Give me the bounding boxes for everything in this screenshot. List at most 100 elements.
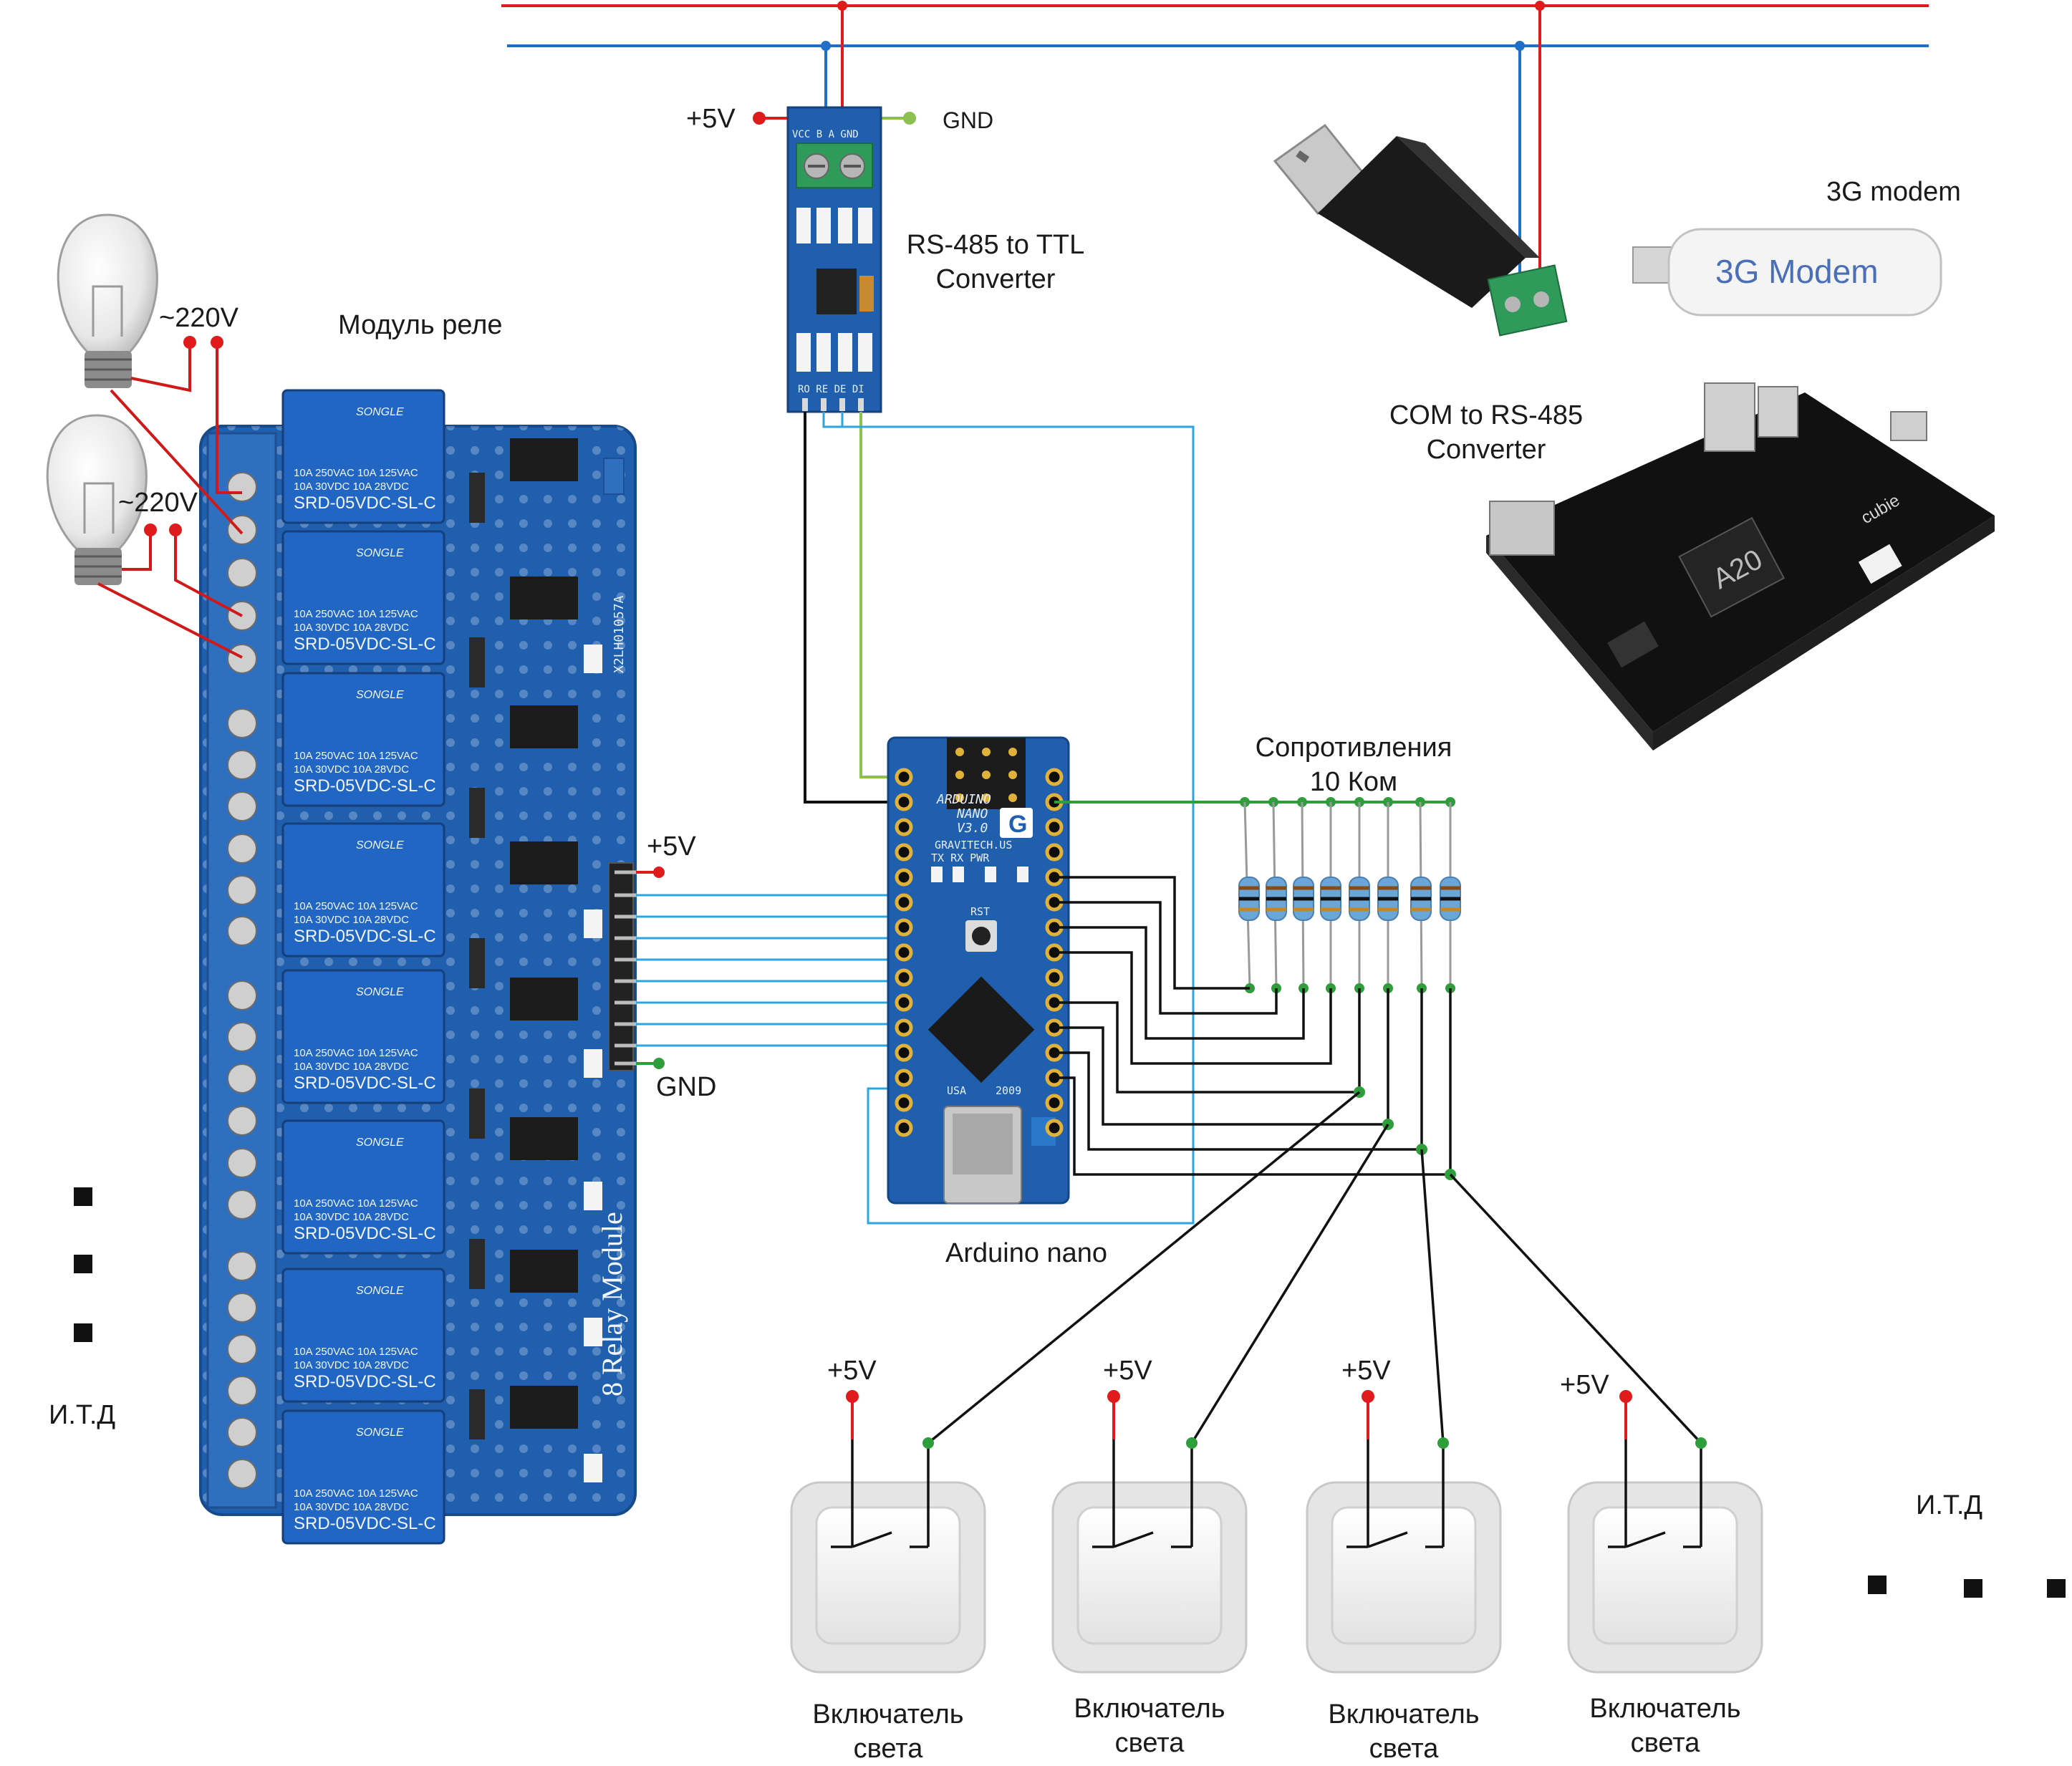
- relay-model: SRD-05VDC-SL-C: [294, 1372, 436, 1391]
- arduino-rst: RST: [970, 905, 990, 918]
- relay-model: SRD-05VDC-SL-C: [294, 493, 436, 513]
- relay-rating-1: 10A 250VAC 10A 125VAC: [294, 608, 418, 620]
- ac-label-bottom: ~220V: [118, 488, 198, 518]
- arduino-year: 2009: [996, 1084, 1021, 1097]
- ac-label-top: ~220V: [159, 303, 238, 333]
- ac-wiring: [97, 342, 244, 659]
- switch-2-label: Включатель света: [1074, 1694, 1225, 1758]
- arduino-pins-left: [895, 768, 913, 1137]
- relay-rating-1: 10A 250VAC 10A 125VAC: [294, 750, 418, 762]
- resistor-icon: [1238, 801, 1260, 989]
- relay-rating-1: 10A 250VAC 10A 125VAC: [294, 1346, 418, 1358]
- modem-brand: 3G Modem: [1715, 253, 1879, 290]
- switch-2-5v-label: +5V: [1103, 1356, 1152, 1386]
- switch-4-label: Включатель света: [1589, 1694, 1741, 1758]
- relay-5v-label: +5V: [647, 831, 696, 862]
- modem-label: 3G modem: [1826, 177, 1961, 207]
- light-bulb-icon: [46, 414, 148, 585]
- svg-text:G: G: [1008, 811, 1027, 838]
- relay-model: SRD-05VDC-SL-C: [294, 634, 436, 654]
- rs485-gnd-label: GND: [943, 107, 994, 133]
- analog-input-wires: [1054, 876, 1452, 1176]
- resistor-icon: [1440, 802, 1461, 988]
- etc-label-left: И.Т.Д: [49, 1400, 116, 1430]
- arduino-vendor: GRAVITECH.US: [935, 839, 1012, 851]
- rs485-bottom-pins: RO RE DE DI: [798, 384, 864, 395]
- switch-4-5v-label: +5V: [1560, 1370, 1609, 1400]
- relay-brand: SONGLE: [356, 1285, 404, 1297]
- relay-rating-1: 10A 250VAC 10A 125VAC: [294, 1487, 418, 1500]
- relay-brand: SONGLE: [356, 406, 404, 418]
- wall-switch-icon: [1567, 1390, 1763, 1674]
- light-bulb-icon: [57, 213, 158, 388]
- relay-rating-1: 10A 250VAC 10A 125VAC: [294, 1047, 418, 1059]
- relay-model: SRD-05VDC-SL-C: [294, 776, 436, 796]
- rs485-bus: [501, 1, 1929, 283]
- relay-brand: SONGLE: [356, 839, 404, 851]
- ac-terminals: [144, 336, 223, 536]
- relay-rating-2: 10A 30VDC 10A 28VDC: [294, 622, 409, 634]
- relay-blocks: [281, 389, 445, 1545]
- relay-model: SRD-05VDC-SL-C: [294, 927, 436, 946]
- com-rs485-label: COM to RS-485 Converter: [1389, 400, 1584, 465]
- arduino-title-1: ARDUINO: [936, 792, 991, 807]
- 3g-modem-icon: 3G Modem: [1632, 228, 1942, 317]
- arduino-leds: TX RX PWR: [931, 851, 990, 864]
- relay-rating-1: 10A 250VAC 10A 125VAC: [294, 1197, 418, 1210]
- relay-markings: SONGLE 10A 250VAC 10A 125VAC 10A 30VDC 1…: [294, 406, 436, 1533]
- relay-model: SRD-05VDC-SL-C: [294, 1073, 436, 1093]
- relay-module-label: Модуль реле: [338, 310, 503, 340]
- resistor-icon: [1293, 801, 1314, 989]
- wall-switch-icon: [1306, 1390, 1502, 1674]
- relay-rating-2: 10A 30VDC 10A 28VDC: [294, 1211, 409, 1223]
- resistor-icon: [1410, 801, 1432, 989]
- relay-rating-2: 10A 30VDC 10A 28VDC: [294, 914, 409, 926]
- switch-feed-nodes: [1354, 1086, 1456, 1180]
- relay-brand: SONGLE: [356, 986, 404, 998]
- switch-1-label: Включатель света: [812, 1699, 964, 1764]
- rs485-5v-label: +5V: [686, 104, 736, 134]
- relay-rating-2: 10A 30VDC 10A 28VDC: [294, 1359, 409, 1371]
- relay-brand: SONGLE: [356, 1137, 404, 1149]
- switch-feed-wires: [927, 1091, 1702, 1444]
- resistor-icon: [1320, 802, 1341, 988]
- relay-rating-2: 10A 30VDC 10A 28VDC: [294, 763, 409, 776]
- rs485-ttl-board-icon: VCC B A GND RO RE DE DI: [753, 106, 916, 413]
- switch-3-5v-label: +5V: [1341, 1356, 1391, 1386]
- resistor-label: Сопротивления 10 Ком: [1255, 733, 1452, 797]
- arduino-title-3: V3.0: [957, 821, 988, 836]
- relay-power-wires: [636, 867, 665, 1069]
- arduino-label: Arduino nano: [945, 1238, 1108, 1268]
- relay-board-components: [469, 438, 625, 1482]
- resistor-icon: [1377, 802, 1399, 988]
- relay-rating-2: 10A 30VDC 10A 28VDC: [294, 481, 409, 493]
- relay-module-name: 8 Relay Module: [596, 1212, 628, 1396]
- relay-rating-1: 10A 250VAC 10A 125VAC: [294, 467, 418, 479]
- relay-header-pins: [608, 862, 637, 1071]
- resistor-icon: [1266, 801, 1287, 989]
- arduino-country: USA: [947, 1084, 966, 1097]
- relay-brand: SONGLE: [356, 547, 404, 559]
- relay-rating-2: 10A 30VDC 10A 28VDC: [294, 1061, 409, 1073]
- wall-switch-icon: [790, 1390, 986, 1674]
- relay-gnd-label: GND: [656, 1072, 717, 1102]
- relay-rating-1: 10A 250VAC 10A 125VAC: [294, 900, 418, 912]
- relay-model: SRD-05VDC-SL-C: [294, 1514, 436, 1533]
- continuation-dots: [74, 1187, 2066, 1598]
- relay-module-icon: SONGLE 10A 250VAC 10A 125VAC 10A 30VDC 1…: [199, 389, 637, 1545]
- rs485-top-pins: VCC B A GND: [792, 129, 859, 140]
- switch-3-label: Включатель света: [1328, 1699, 1480, 1764]
- relay-model: SRD-05VDC-SL-C: [294, 1224, 436, 1243]
- wall-switch-icon: [1051, 1390, 1248, 1674]
- rs485-ttl-label: RS-485 to TTL Converter: [906, 230, 1085, 294]
- cubieboard-icon: A20 cubie: [1486, 382, 1995, 751]
- usb-rs485-adapter-icon: [1273, 123, 1568, 337]
- relay-pcb-code: X2LH01057A: [612, 595, 627, 673]
- etc-label-right: И.Т.Д: [1916, 1490, 1983, 1520]
- relay-rating-2: 10A 30VDC 10A 28VDC: [294, 1501, 409, 1513]
- arduino-nano-icon: ARDUINO NANO V3.0 G GRAVITECH.US TX RX P…: [887, 736, 1070, 1205]
- relay-brand: SONGLE: [356, 689, 404, 701]
- relay-brand: SONGLE: [356, 1427, 404, 1439]
- switch-1-5v-label: +5V: [827, 1356, 877, 1386]
- arduino-title-2: NANO: [956, 806, 988, 821]
